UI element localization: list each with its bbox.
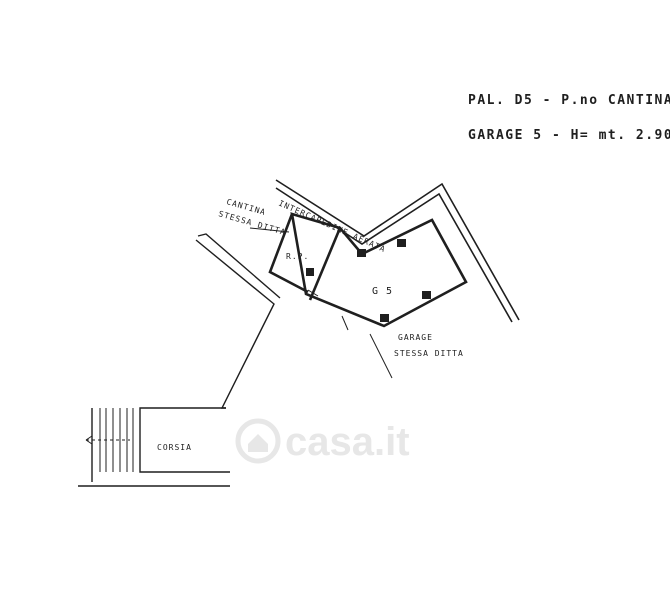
- watermark: casa.it: [235, 418, 410, 464]
- pillars: [306, 239, 431, 322]
- garage-label-2: STESSA DITTA: [394, 349, 464, 358]
- rp-label: R.P.: [286, 252, 309, 261]
- corsia-outline: [139, 407, 230, 473]
- leader-lines: [249, 227, 393, 379]
- pillar: [357, 249, 366, 257]
- watermark-text: casa.it: [285, 420, 410, 464]
- cantina-outline: [268, 213, 309, 294]
- arrow-icon: [85, 435, 93, 445]
- door-markers: [307, 289, 349, 331]
- outer-wall-outer: [275, 179, 520, 321]
- cantina-leader: [249, 227, 290, 233]
- header-line-2: GARAGE 5 - H= mt. 2.90: [468, 128, 670, 143]
- g5-label: G 5: [372, 286, 393, 297]
- corridor-walls: [78, 233, 281, 487]
- garage-g5-outline: [290, 212, 468, 328]
- unit-walls: [268, 212, 468, 328]
- door-mark: [307, 289, 319, 297]
- garage-label-1: GARAGE: [398, 333, 433, 342]
- ramp-hatch: [85, 408, 134, 472]
- pillar: [422, 291, 431, 299]
- watermark-logo-icon: [235, 418, 281, 464]
- door-mark: [341, 315, 349, 331]
- ramp-wall: [195, 239, 275, 409]
- dividing-wall: [308, 227, 342, 301]
- pillar: [306, 268, 314, 276]
- outer-wall-inner: [275, 187, 513, 323]
- pillar: [380, 314, 389, 322]
- corsia-label: CORSIA: [157, 443, 192, 452]
- header-line-1: PAL. D5 - P.no CANTINATO: [468, 93, 670, 108]
- outer-walls: [275, 179, 520, 323]
- ramp-wall-top: [197, 233, 281, 299]
- pillar: [397, 239, 406, 247]
- garage-leader: [369, 333, 393, 379]
- house-icon: [248, 434, 268, 452]
